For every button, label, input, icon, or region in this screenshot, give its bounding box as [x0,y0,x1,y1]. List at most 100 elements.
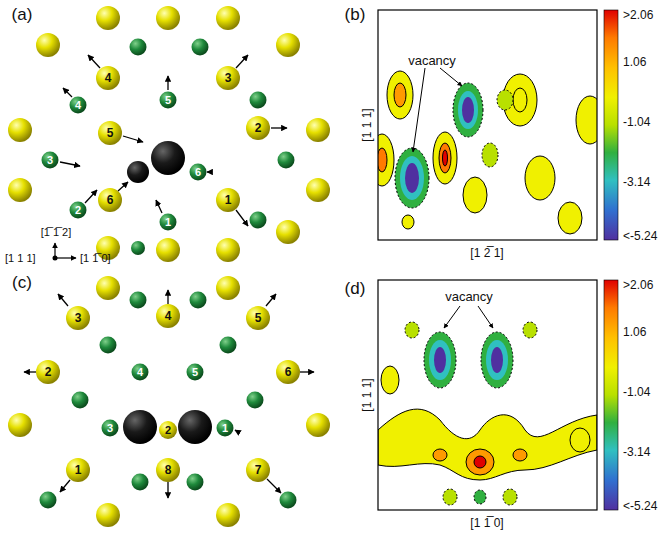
callout-number: 3 [75,312,82,324]
green-atom [217,420,234,437]
displacement-arrow [235,430,240,433]
displacement-arrow [118,182,128,191]
green-atom [70,202,87,219]
displacement-arrow [167,76,168,90]
vacancy-label: vacancy [408,54,456,67]
displacement-arrow [207,171,210,172]
displacement-arrow [24,371,36,372]
displacement-arrow [85,190,97,203]
callout-number: 4 [137,367,143,378]
yellow-atom [98,121,122,145]
yellow-atom [276,33,300,57]
green-atom [42,152,59,169]
displacement-arrow [60,162,80,166]
panel-label: (b) [345,6,366,23]
callout-number: 1 [222,423,228,434]
axis-label: [1 1 1] [361,108,373,141]
displacement-arrow [236,210,248,226]
displacement-arrow [271,127,287,128]
displacement-arrow [267,479,281,493]
yellow-atom [216,188,240,212]
callout-number: 6 [285,366,292,378]
callout-number: 8 [165,464,172,476]
colorbar-label: -1.04 [623,386,650,398]
vacancy-label: vacancy [445,290,493,303]
panel-label: (a) [12,6,33,23]
callout-number: 5 [165,95,171,106]
callout-number: 1 [225,194,232,206]
green-atom [250,212,267,229]
axis-label: [1̅ 1̅ 2] [41,227,72,238]
yellow-atom [8,178,32,202]
callout-number: 5 [107,127,114,139]
green-atom [250,92,267,109]
axis-label: [1 2̅ 1] [470,247,503,259]
callout-number: 3 [107,423,113,434]
yellow-atom [216,6,240,30]
green-atom [40,492,57,509]
green-atom [190,292,207,309]
yellow-atom [246,306,270,330]
colorbar-label: -1.04 [623,116,650,128]
callout-number: 3 [225,72,232,84]
displacement-arrow [88,55,100,68]
yellow-atom [36,33,60,57]
axis-label: [1 1̅ 0] [80,253,111,264]
yellow-atom [96,503,120,527]
yellow-atom [216,66,240,90]
axis-label: [1 1 1] [5,253,36,264]
yellow-atom [66,458,90,482]
callout-number: 4 [75,100,81,111]
green-atom [102,420,119,437]
green-atom [190,164,207,181]
colorbar-label: >2.06 [623,9,653,21]
colorbar-label: 1.06 [623,56,646,68]
black-atom [178,410,212,444]
green-atom [187,364,204,381]
yellow-atom [96,276,120,300]
axis-label: [1 1 1] [361,378,373,411]
displacement-arrow [60,480,70,492]
yellow-atom [156,304,180,328]
yellow-atom [98,188,122,212]
colorbar-label: -3.14 [623,176,650,188]
yellow-atom [66,306,90,330]
yellow-atom [8,118,32,142]
yellow-atom [246,458,270,482]
green-atom [160,214,177,231]
green-atom [280,492,297,509]
callout-number: 1 [75,464,82,476]
green-atom [130,39,147,56]
black-atom [123,410,157,444]
green-atom [70,97,87,114]
yellow-atom [216,276,240,300]
green-atom [131,241,145,255]
callout-number: 2 [255,122,262,134]
green-atom [192,39,209,56]
displacement-arrow [167,290,168,304]
yellow-atom [216,238,240,262]
yellow-atom [96,6,120,30]
green-atom [132,474,149,491]
green-atom [278,152,295,169]
callout-number: 2 [165,425,171,436]
callout-number: 6 [107,194,114,206]
displacement-arrow [266,294,276,306]
yellow-atom [276,220,300,244]
yellow-atom [306,413,330,437]
panel-label: (d) [345,280,366,297]
callout-number: 1 [165,217,171,228]
yellow-atom [156,238,180,262]
callout-number: 5 [255,312,262,324]
callout-number: 5 [192,367,198,378]
callout-number: 3 [47,155,53,166]
green-atom [72,392,89,409]
displacement-arrow [63,88,72,97]
callout-number: 2 [45,366,52,378]
green-atom [160,92,177,109]
panel-label: (c) [12,274,32,291]
colorbar-label: >2.06 [623,279,653,291]
callout-number: 7 [255,464,262,476]
yellow-atom [216,503,240,527]
